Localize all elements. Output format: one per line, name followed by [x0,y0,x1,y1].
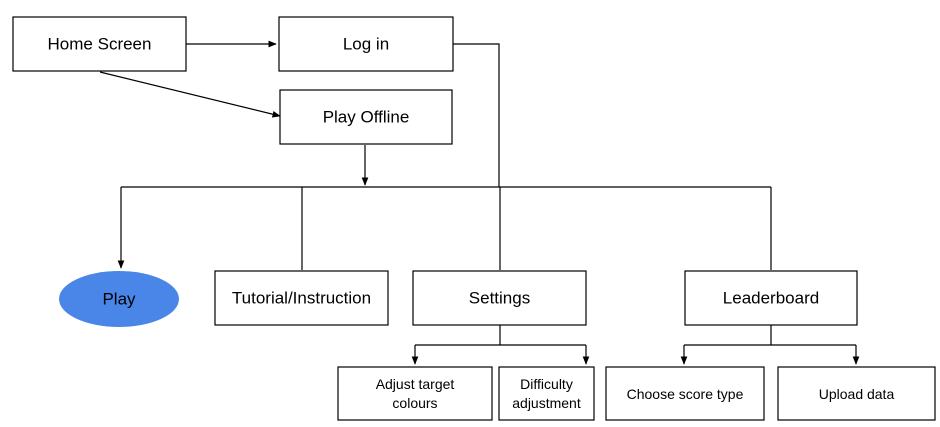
node-tutorial-label: Tutorial/Instruction [232,289,371,308]
node-choose-score: Choose score type [605,366,765,421]
edge-login-to-bus [453,43,500,187]
node-adjust-colours-line-2: colours [392,395,437,411]
node-choose-score-label: Choose score type [627,386,744,402]
node-difficulty-line-2: adjustment [512,395,581,411]
node-home-screen: Home Screen [12,16,187,72]
node-log-in-label: Log in [343,35,389,54]
node-settings-label: Settings [469,289,530,308]
node-play-offline: Play Offline [279,89,453,145]
node-difficulty-line-1: Difficulty [520,376,573,392]
node-tutorial: Tutorial/Instruction [214,270,389,326]
edges [99,40,860,365]
node-play-offline-label: Play Offline [323,108,410,127]
node-adjust-colours: Adjust target colours [337,366,493,421]
node-upload-data-label: Upload data [819,386,895,402]
node-home-screen-label: Home Screen [48,35,152,54]
node-upload-data: Upload data [777,366,936,421]
edge-home-to-play-offline [99,71,281,118]
node-leaderboard-label: Leaderboard [723,289,819,308]
node-play-label: Play [102,290,136,309]
node-adjust-colours-line-1: Adjust target [376,376,455,392]
node-difficulty: Difficulty adjustment [498,366,595,421]
node-leaderboard: Leaderboard [684,270,858,326]
node-log-in: Log in [278,16,454,72]
node-play: Play [59,271,179,327]
node-settings: Settings [412,270,587,326]
